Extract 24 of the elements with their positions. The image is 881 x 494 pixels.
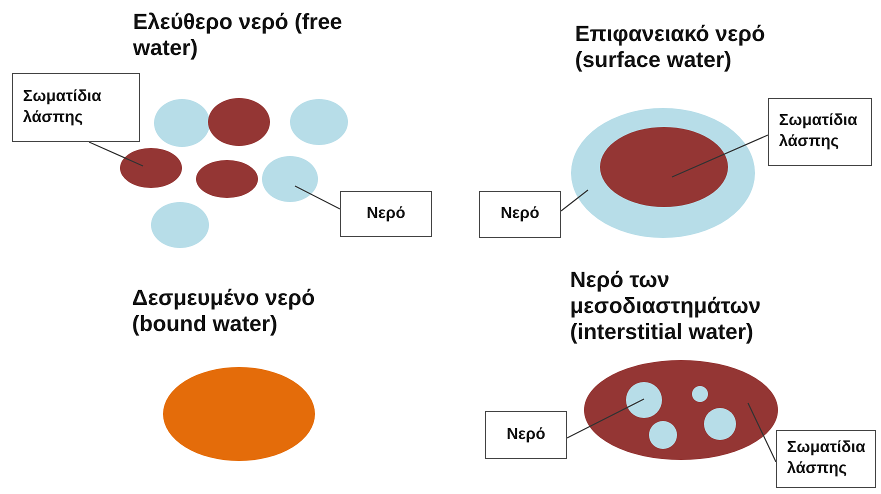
- mud-particle: [120, 148, 182, 188]
- section-heading: Νερό των μεσοδιαστημάτων (interstitial water): [570, 267, 762, 345]
- section-heading: Επιφανειακό νερό (surface water): [575, 21, 766, 73]
- section-heading: Ελεύθερο νερό (free water): [133, 9, 343, 61]
- leader-line: [747, 402, 777, 462]
- callout-box: Σωματίδια λάσπης: [12, 73, 140, 142]
- callout-box: Σωματίδια λάσπης: [776, 430, 876, 488]
- water-droplet: [692, 386, 708, 402]
- callout-box: Νερό: [479, 191, 561, 238]
- leader-line: [560, 190, 588, 212]
- callout-box: Νερό: [340, 191, 432, 237]
- water-droplet: [626, 382, 662, 418]
- leader-line: [566, 398, 644, 439]
- water-droplet: [154, 99, 210, 147]
- callout-box: Σωματίδια λάσπης: [768, 98, 872, 166]
- water-droplet: [704, 408, 736, 440]
- leader-line: [294, 185, 340, 210]
- water-droplet: [262, 156, 318, 202]
- section-heading: Δεσμευμένο νερό (bound water): [132, 285, 316, 337]
- leader-line: [88, 141, 144, 167]
- mud-particle: [208, 98, 270, 146]
- water-droplet: [649, 421, 677, 449]
- callout-box: Νερό: [485, 411, 567, 459]
- leader-line: [672, 134, 768, 178]
